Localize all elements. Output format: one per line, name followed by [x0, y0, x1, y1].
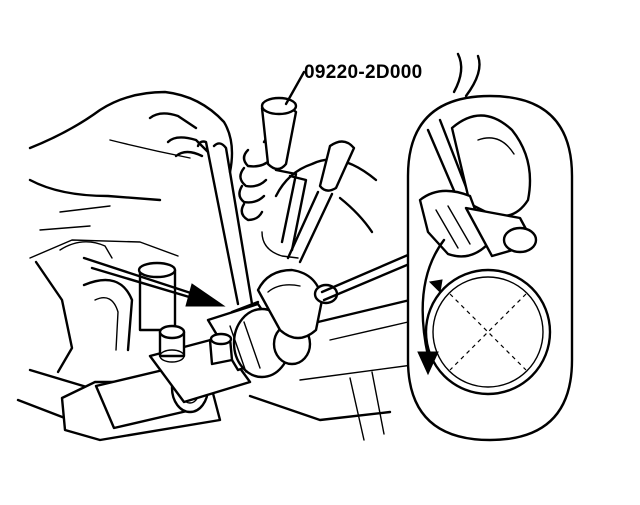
rocker-shaft-post [137, 261, 177, 332]
direction-arrow [82, 256, 226, 307]
hex-wrench [196, 140, 260, 314]
left-hand [28, 90, 234, 231]
detail-rocker-tool [418, 52, 538, 258]
rotation-arrow [417, 238, 446, 376]
rocker-shaft [60, 302, 312, 442]
special-tool-handle [260, 96, 356, 264]
part-leader-line [284, 70, 306, 106]
valve-head-circle [424, 268, 552, 396]
rocker-arm [256, 268, 339, 340]
detail-callout [406, 52, 574, 442]
bearing-cap-bolts [158, 324, 234, 366]
right-hand [238, 133, 378, 259]
tool-part-number-label: 09220-2D000 [304, 62, 423, 83]
